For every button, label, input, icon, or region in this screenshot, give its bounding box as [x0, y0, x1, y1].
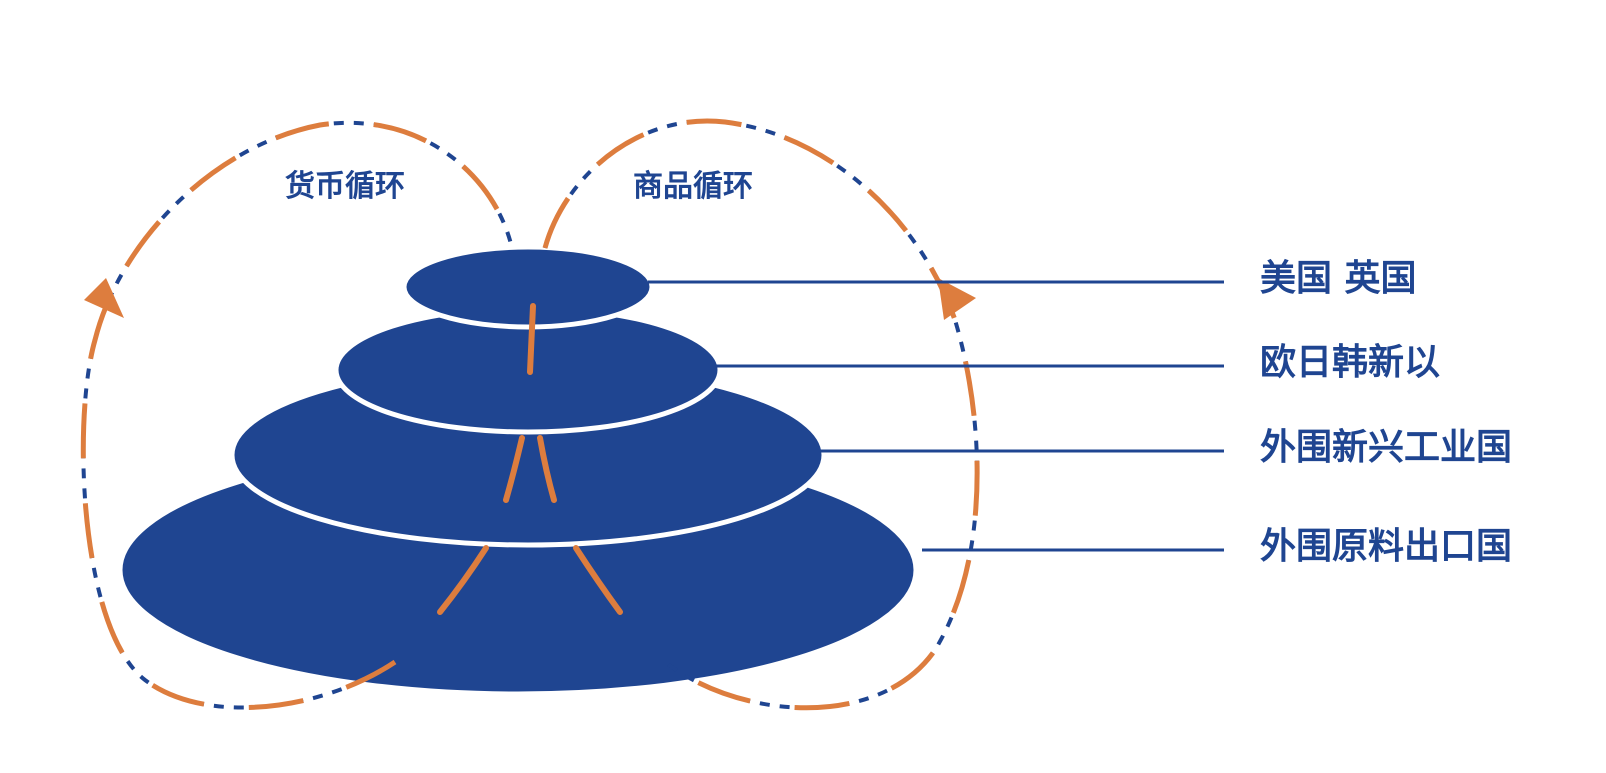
goods-cycle-label: 商品循环	[633, 169, 753, 204]
tier-us-uk-ellipse	[401, 244, 655, 330]
tier-label-eu-japan: 欧日韩新以	[1260, 342, 1440, 383]
flow-left-lower	[437, 545, 489, 615]
goods-cycle-loop	[542, 118, 980, 711]
tier-label-industrial: 外围新兴工业国	[1260, 427, 1512, 468]
money-cycle-loop	[80, 120, 515, 711]
tier-label-raw-material: 外围原料出口国	[1260, 526, 1512, 567]
internal-flow-strokes	[437, 303, 623, 615]
tier-label-us-uk: 美国 英国	[1260, 258, 1417, 299]
tier-stack	[117, 244, 919, 697]
goods-cycle-arrowhead	[938, 278, 976, 320]
flow-right-upper	[537, 435, 557, 503]
flow-left-upper	[503, 435, 525, 503]
center-flow-top	[527, 303, 536, 375]
flow-right-lower	[573, 545, 623, 615]
money-cycle-label: 货币循环	[285, 169, 405, 204]
money-loop-orange-dash	[80, 120, 515, 711]
tier-connectors	[648, 280, 1224, 552]
money-cycle-arrowhead	[84, 278, 124, 318]
